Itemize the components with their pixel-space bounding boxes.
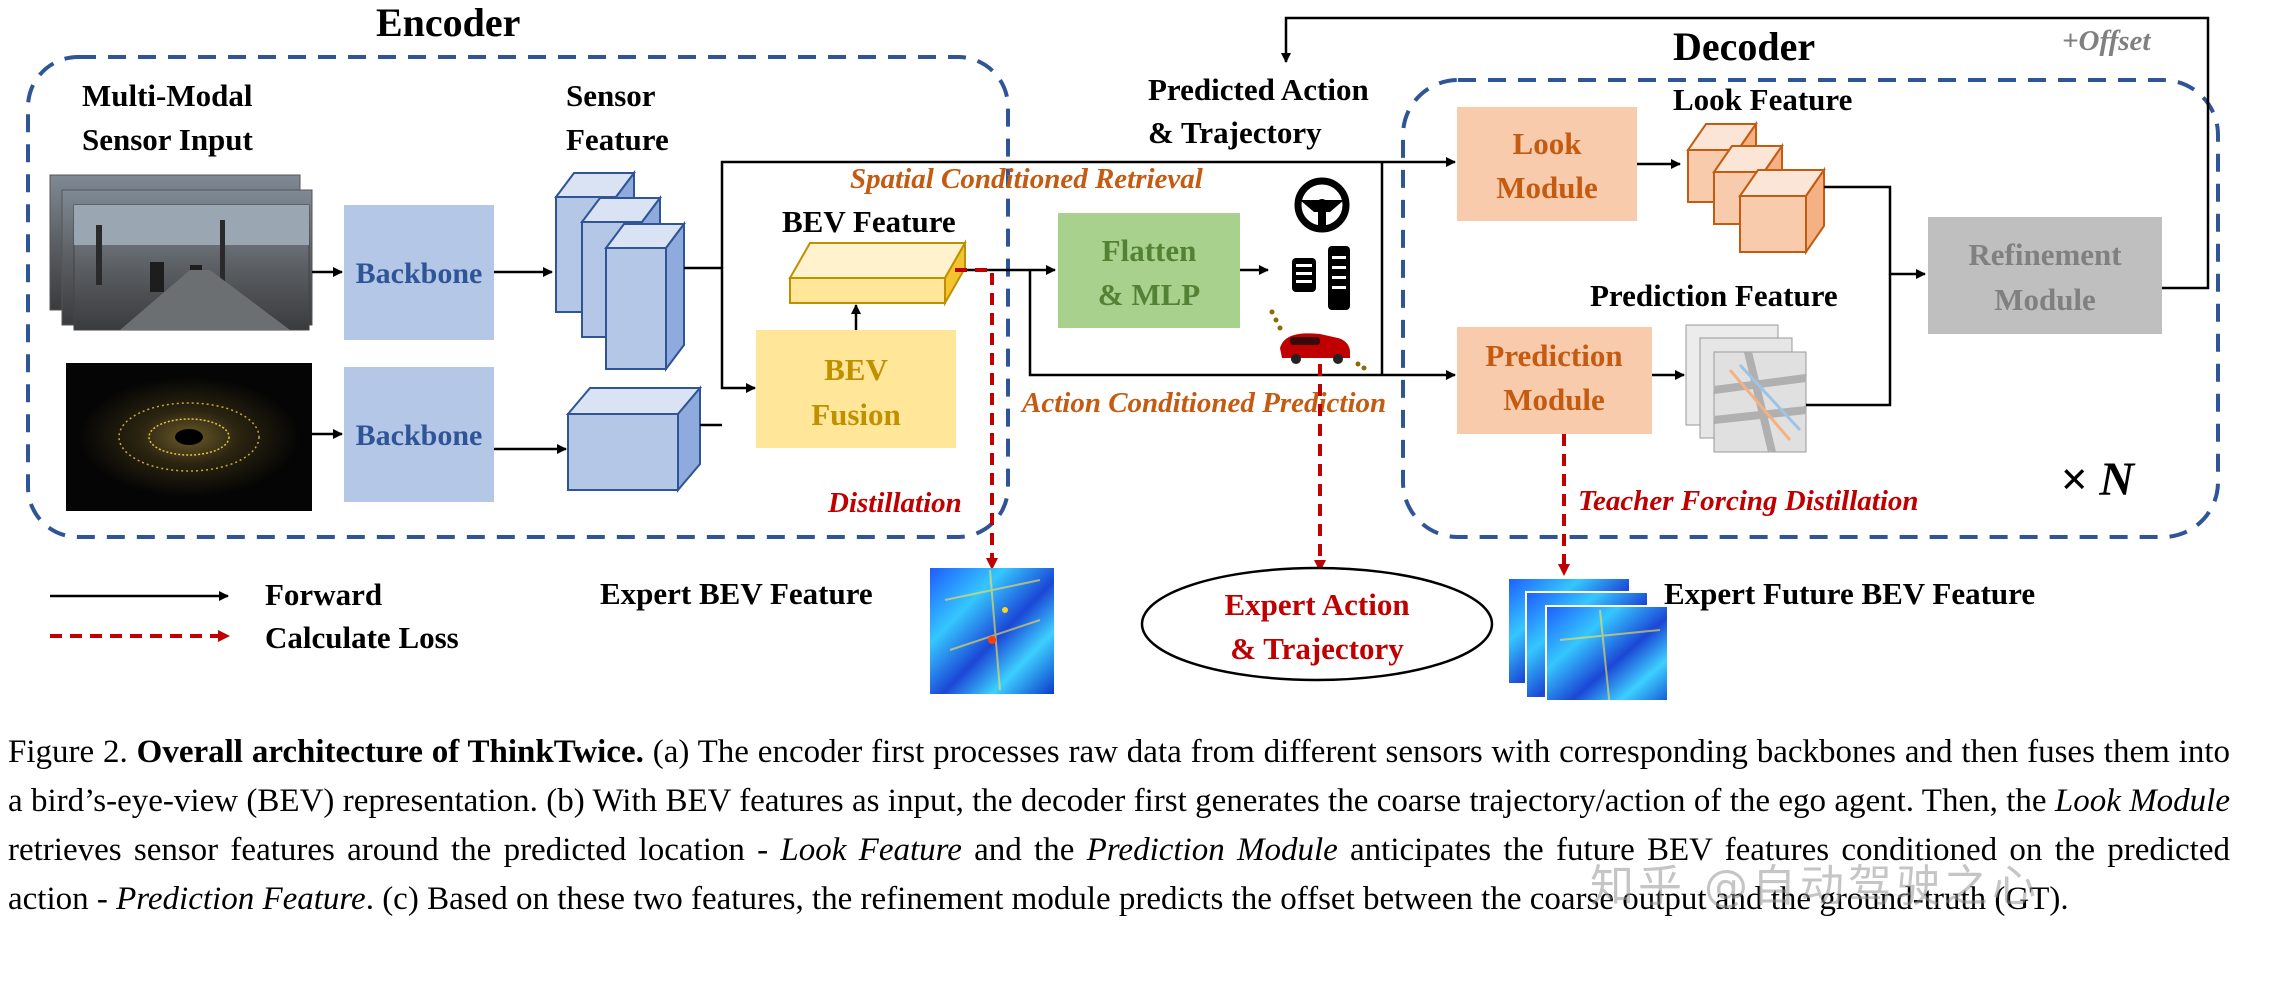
backbone-top-label: Backbone xyxy=(356,257,483,290)
prediction-to-refinement xyxy=(1806,274,1892,407)
caption-prediction-module: Prediction Module xyxy=(1086,832,1338,868)
bev-feature-label: BEV Feature xyxy=(782,204,956,239)
prediction-module-box xyxy=(1457,327,1652,434)
backbone-bottom-label: Backbone xyxy=(356,419,483,452)
refinement-label-1: Refinement xyxy=(1968,237,2122,272)
look-module-box xyxy=(1457,107,1637,221)
caption-text-2: retrieves sensor features around the pre… xyxy=(8,832,781,868)
bev-fusion-label-2: Fusion xyxy=(811,397,901,432)
bev-feature-slab xyxy=(788,239,967,307)
watermark: 知乎 @自动驾驶之心 xyxy=(1590,861,2040,912)
car-icon xyxy=(1269,309,1367,371)
caption-prediction-feature: Prediction Feature xyxy=(116,881,366,917)
look-to-refinement xyxy=(1824,185,1926,279)
repeat-n-label: × N xyxy=(2060,453,2136,506)
look-feature-cubes xyxy=(1686,120,1826,256)
spatial-retrieval-label: Spatial Conditioned Retrieval xyxy=(850,163,1204,195)
look-module-label-2: Module xyxy=(1496,170,1598,205)
caption-figure-number: Figure 2. xyxy=(8,734,128,770)
encoder-title: Encoder xyxy=(376,0,520,45)
flatten-label-1: Flatten xyxy=(1102,233,1197,268)
prediction-module-label-2: Module xyxy=(1503,382,1605,417)
caption-text-3: and the xyxy=(961,832,1087,868)
refinement-module-box xyxy=(1928,217,2162,334)
action-prediction-label: Action Conditioned Prediction xyxy=(1020,387,1386,419)
look-feature-label: Look Feature xyxy=(1673,82,1852,117)
bev-fusion-box xyxy=(756,330,956,448)
expert-action-ellipse xyxy=(1140,566,1494,682)
camera-images xyxy=(49,174,313,331)
figure-caption: Figure 2. Overall architecture of ThinkT… xyxy=(8,728,2230,980)
sensor-feature-out xyxy=(684,266,756,393)
expert-bev-label: Expert BEV Feature xyxy=(600,576,873,611)
caption-text-5: . (c) Based on these two features, the r… xyxy=(365,881,2069,917)
steering-wheel-icon xyxy=(1294,177,1350,233)
caption-look-module: Look Module xyxy=(2054,783,2231,819)
offset-feedback-loop xyxy=(1281,16,2210,290)
lidar-feature-cube xyxy=(565,385,703,493)
sensor-feature-label-1: Sensor xyxy=(566,78,656,113)
expert-bev-heatmap xyxy=(930,568,1054,694)
predicted-action-label-1: Predicted Action xyxy=(1148,72,1369,107)
prediction-module-label-1: Prediction xyxy=(1485,338,1622,373)
distillation-loss-line xyxy=(955,268,998,570)
caption-look-feature: Look Feature xyxy=(780,832,962,868)
architecture-diagram: Encoder Decoder Multi-Modal Sensor Input… xyxy=(26,0,2220,700)
bev-fusion-label-1: BEV xyxy=(824,352,888,387)
sensor-feature-cubes xyxy=(554,170,686,372)
caption-title: Overall architecture of ThinkTwice. xyxy=(136,734,644,770)
backbone-top-box xyxy=(344,205,494,340)
legend-loss-label: Calculate Loss xyxy=(265,620,459,655)
caption-text-1: (a) The encoder first processes raw data… xyxy=(8,734,2230,819)
distillation-label: Distillation xyxy=(827,487,962,519)
sensor-feature-label-2: Feature xyxy=(566,122,669,157)
expert-future-bev-label: Expert Future BEV Feature xyxy=(1664,576,2035,611)
multimodal-input-label-2: Sensor Input xyxy=(82,122,254,157)
encoder-region xyxy=(26,55,1010,539)
look-module-label-1: Look xyxy=(1513,126,1583,161)
offset-label: +Offset xyxy=(2062,25,2151,57)
decoder-title: Decoder xyxy=(1673,24,1815,69)
top-retrieval-branch xyxy=(720,157,1456,268)
caption-text-4: anticipates the future BEV features cond… xyxy=(8,832,2230,917)
flatten-mlp-box xyxy=(1058,213,1240,328)
prediction-feature-label: Prediction Feature xyxy=(1590,278,1838,313)
pedals-icon xyxy=(1292,246,1350,310)
flatten-label-2: & MLP xyxy=(1098,277,1201,312)
expert-action-label-1: Expert Action xyxy=(1224,587,1409,622)
refinement-label-2: Module xyxy=(1994,282,2096,317)
backbone-bottom-box xyxy=(344,367,494,502)
lidar-image xyxy=(66,363,312,511)
multimodal-input-label-1: Multi-Modal xyxy=(82,78,253,113)
teacher-forcing-label: Teacher Forcing Distillation xyxy=(1578,485,1919,517)
expert-action-label-2: & Trajectory xyxy=(1230,631,1404,666)
prediction-feature-maps xyxy=(1685,324,1807,453)
expert-future-bev-heatmaps xyxy=(1507,577,1669,700)
predicted-action-label-2: & Trajectory xyxy=(1148,115,1322,150)
action-prediction-branch xyxy=(1028,270,1456,380)
decoder-region xyxy=(1401,78,2220,539)
legend: Forward Calculate Loss xyxy=(50,577,459,655)
legend-forward-label: Forward xyxy=(265,577,382,612)
